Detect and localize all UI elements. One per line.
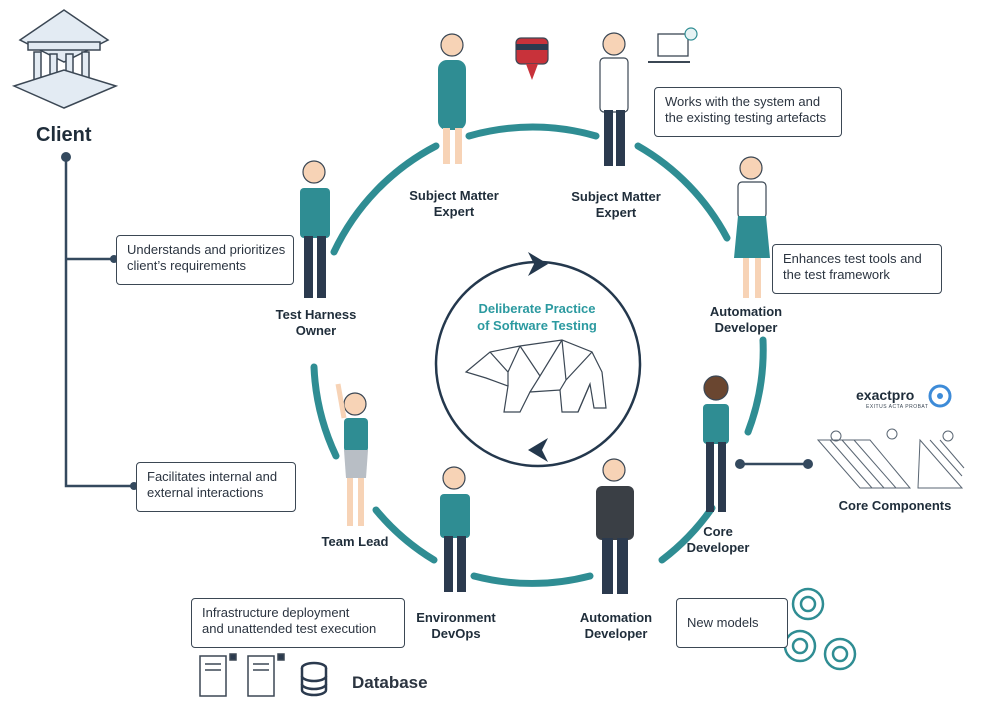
core-connector (735, 459, 813, 469)
exactpro-tagline: EXITUS ACTA PROBAT (866, 404, 929, 410)
person-core-developer-icon (703, 375, 729, 512)
note-new-models: New models (676, 598, 788, 648)
role-cycle-ring (310, 123, 767, 587)
server-icon (199, 653, 285, 697)
connector-dots (61, 152, 138, 490)
person-automation-dev-top-icon (734, 156, 770, 298)
note-infrastructure: Infrastructure deployment and unattended… (191, 598, 405, 648)
role-core-developer: Core Developer (686, 524, 750, 555)
bear-icon (464, 339, 607, 413)
database-icon (300, 661, 328, 697)
core-components-title: Core Components (838, 498, 952, 513)
person-team-lead-icon (335, 383, 368, 526)
person-test-harness-owner-icon (300, 160, 330, 298)
robot-mascot-icon (515, 37, 549, 80)
center-title-line1: Deliberate Practice (478, 301, 596, 316)
client-title: Client (36, 124, 92, 146)
role-automation-dev-top: Automation Developer (709, 304, 783, 335)
note-facilitates: Facilitates internal and external intera… (136, 462, 296, 512)
note-works-with: Works with the system and the existing t… (654, 87, 842, 137)
database-title: Database (352, 673, 428, 692)
exactpro-logo-icon (928, 384, 952, 408)
person-environment-devops-icon (440, 466, 470, 592)
role-environment-devops: Environment DevOps (416, 610, 496, 641)
client-building-icon (11, 9, 119, 109)
center-title: Deliberate Practice of Software Testing (452, 300, 622, 334)
exactpro-logo-text: exactpro (856, 387, 915, 403)
role-automation-dev-bottom: Automation Developer (579, 610, 653, 641)
role-sme-left: Subject Matter Expert (409, 188, 499, 219)
person-automation-dev-bottom-icon (596, 458, 634, 594)
center-title-line2: of Software Testing (477, 318, 597, 333)
role-team-lead: Team Lead (321, 534, 389, 549)
person-sme-right-icon (599, 32, 629, 166)
core-components-icon (816, 428, 965, 489)
note-understands: Understands and prioritizes client’s req… (116, 235, 294, 285)
cycle-arrow-bottom-icon (528, 438, 548, 462)
note-enhances: Enhances test tools and the test framewo… (772, 244, 942, 294)
role-test-harness-owner: Test Harness Owner (275, 307, 357, 338)
person-sme-left-icon (438, 33, 466, 164)
gears-icon (783, 587, 857, 671)
inner-cycle (434, 260, 642, 468)
cycle-arrow-top-icon (528, 252, 548, 276)
client-connector (64, 157, 134, 488)
role-sme-right: Subject Matter Expert (571, 189, 661, 220)
laptop-icon (648, 27, 698, 63)
